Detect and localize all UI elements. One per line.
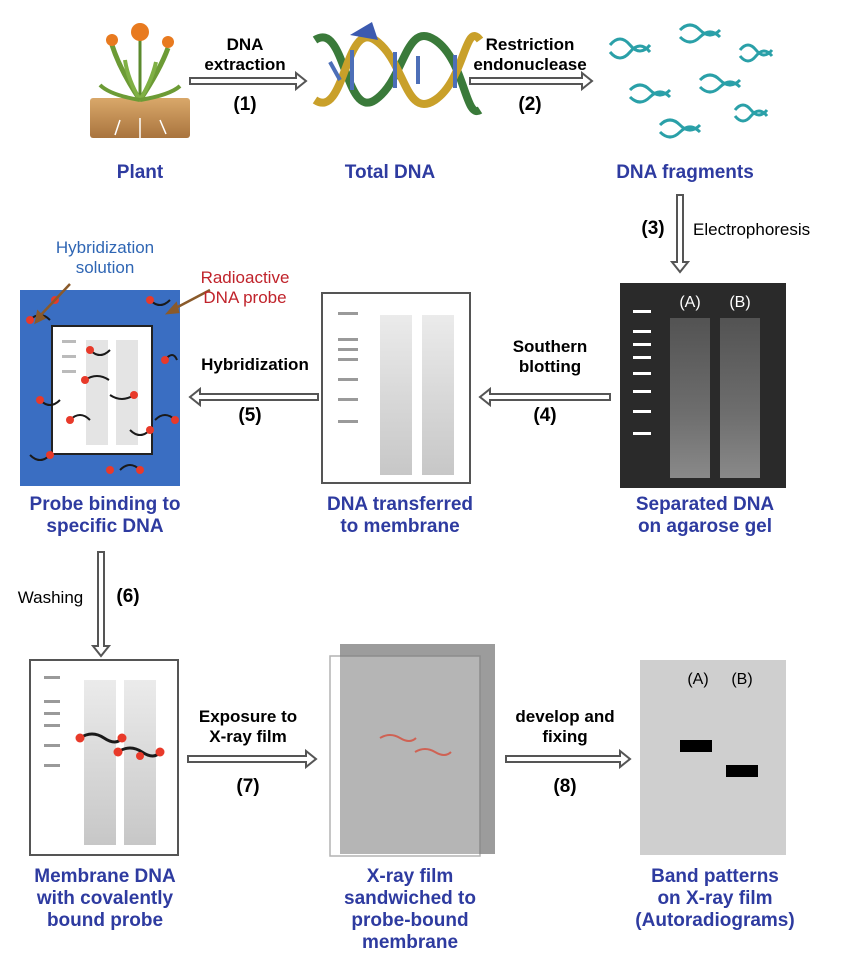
dna-fragments-icon xyxy=(608,23,774,139)
step-5-label: Hybridization xyxy=(201,355,309,374)
film-lane-b-label: (B) xyxy=(731,671,752,688)
gel-lane-a-label: (A) xyxy=(679,294,700,311)
xray-sandwich-image xyxy=(329,644,495,857)
plant-icon xyxy=(90,23,190,138)
arrow-step-4 xyxy=(478,386,611,408)
total-dna-helix-icon xyxy=(312,22,484,116)
arrow-step-8 xyxy=(505,748,632,770)
step-3-number: (3) xyxy=(641,218,665,239)
step-3-label: Electrophoresis xyxy=(693,220,811,239)
dna-fragments-label: DNA fragments xyxy=(616,162,754,183)
step-2-number: (2) xyxy=(518,94,542,115)
step-7-number: (7) xyxy=(236,776,260,797)
arrow-step-5 xyxy=(188,386,319,408)
step-8-number: (8) xyxy=(553,776,577,797)
arrow-step-7 xyxy=(187,748,318,770)
membrane-bound-probe-image xyxy=(29,659,179,856)
step-1-number: (1) xyxy=(233,94,257,115)
total-dna-label: Total DNA xyxy=(344,162,436,183)
step-5-number: (5) xyxy=(238,405,262,426)
autoradiogram-image: (A) (B) xyxy=(640,660,786,855)
film-lane-a-label: (A) xyxy=(687,671,708,688)
agarose-gel-image: (A) (B) xyxy=(620,283,786,488)
arrow-step-1 xyxy=(189,70,308,92)
arrow-step-6 xyxy=(90,551,112,658)
arrow-step-3 xyxy=(669,194,691,274)
arrow-step-2 xyxy=(469,70,594,92)
annotation-pointers xyxy=(34,283,211,325)
step-6-label: Washing xyxy=(17,588,84,607)
step-4-number: (4) xyxy=(533,405,557,426)
membrane-image xyxy=(321,292,471,484)
step-6-number: (6) xyxy=(116,586,140,607)
hybridization-box-image xyxy=(20,290,180,486)
plant-label: Plant xyxy=(116,162,164,183)
gel-lane-b-label: (B) xyxy=(729,294,750,311)
